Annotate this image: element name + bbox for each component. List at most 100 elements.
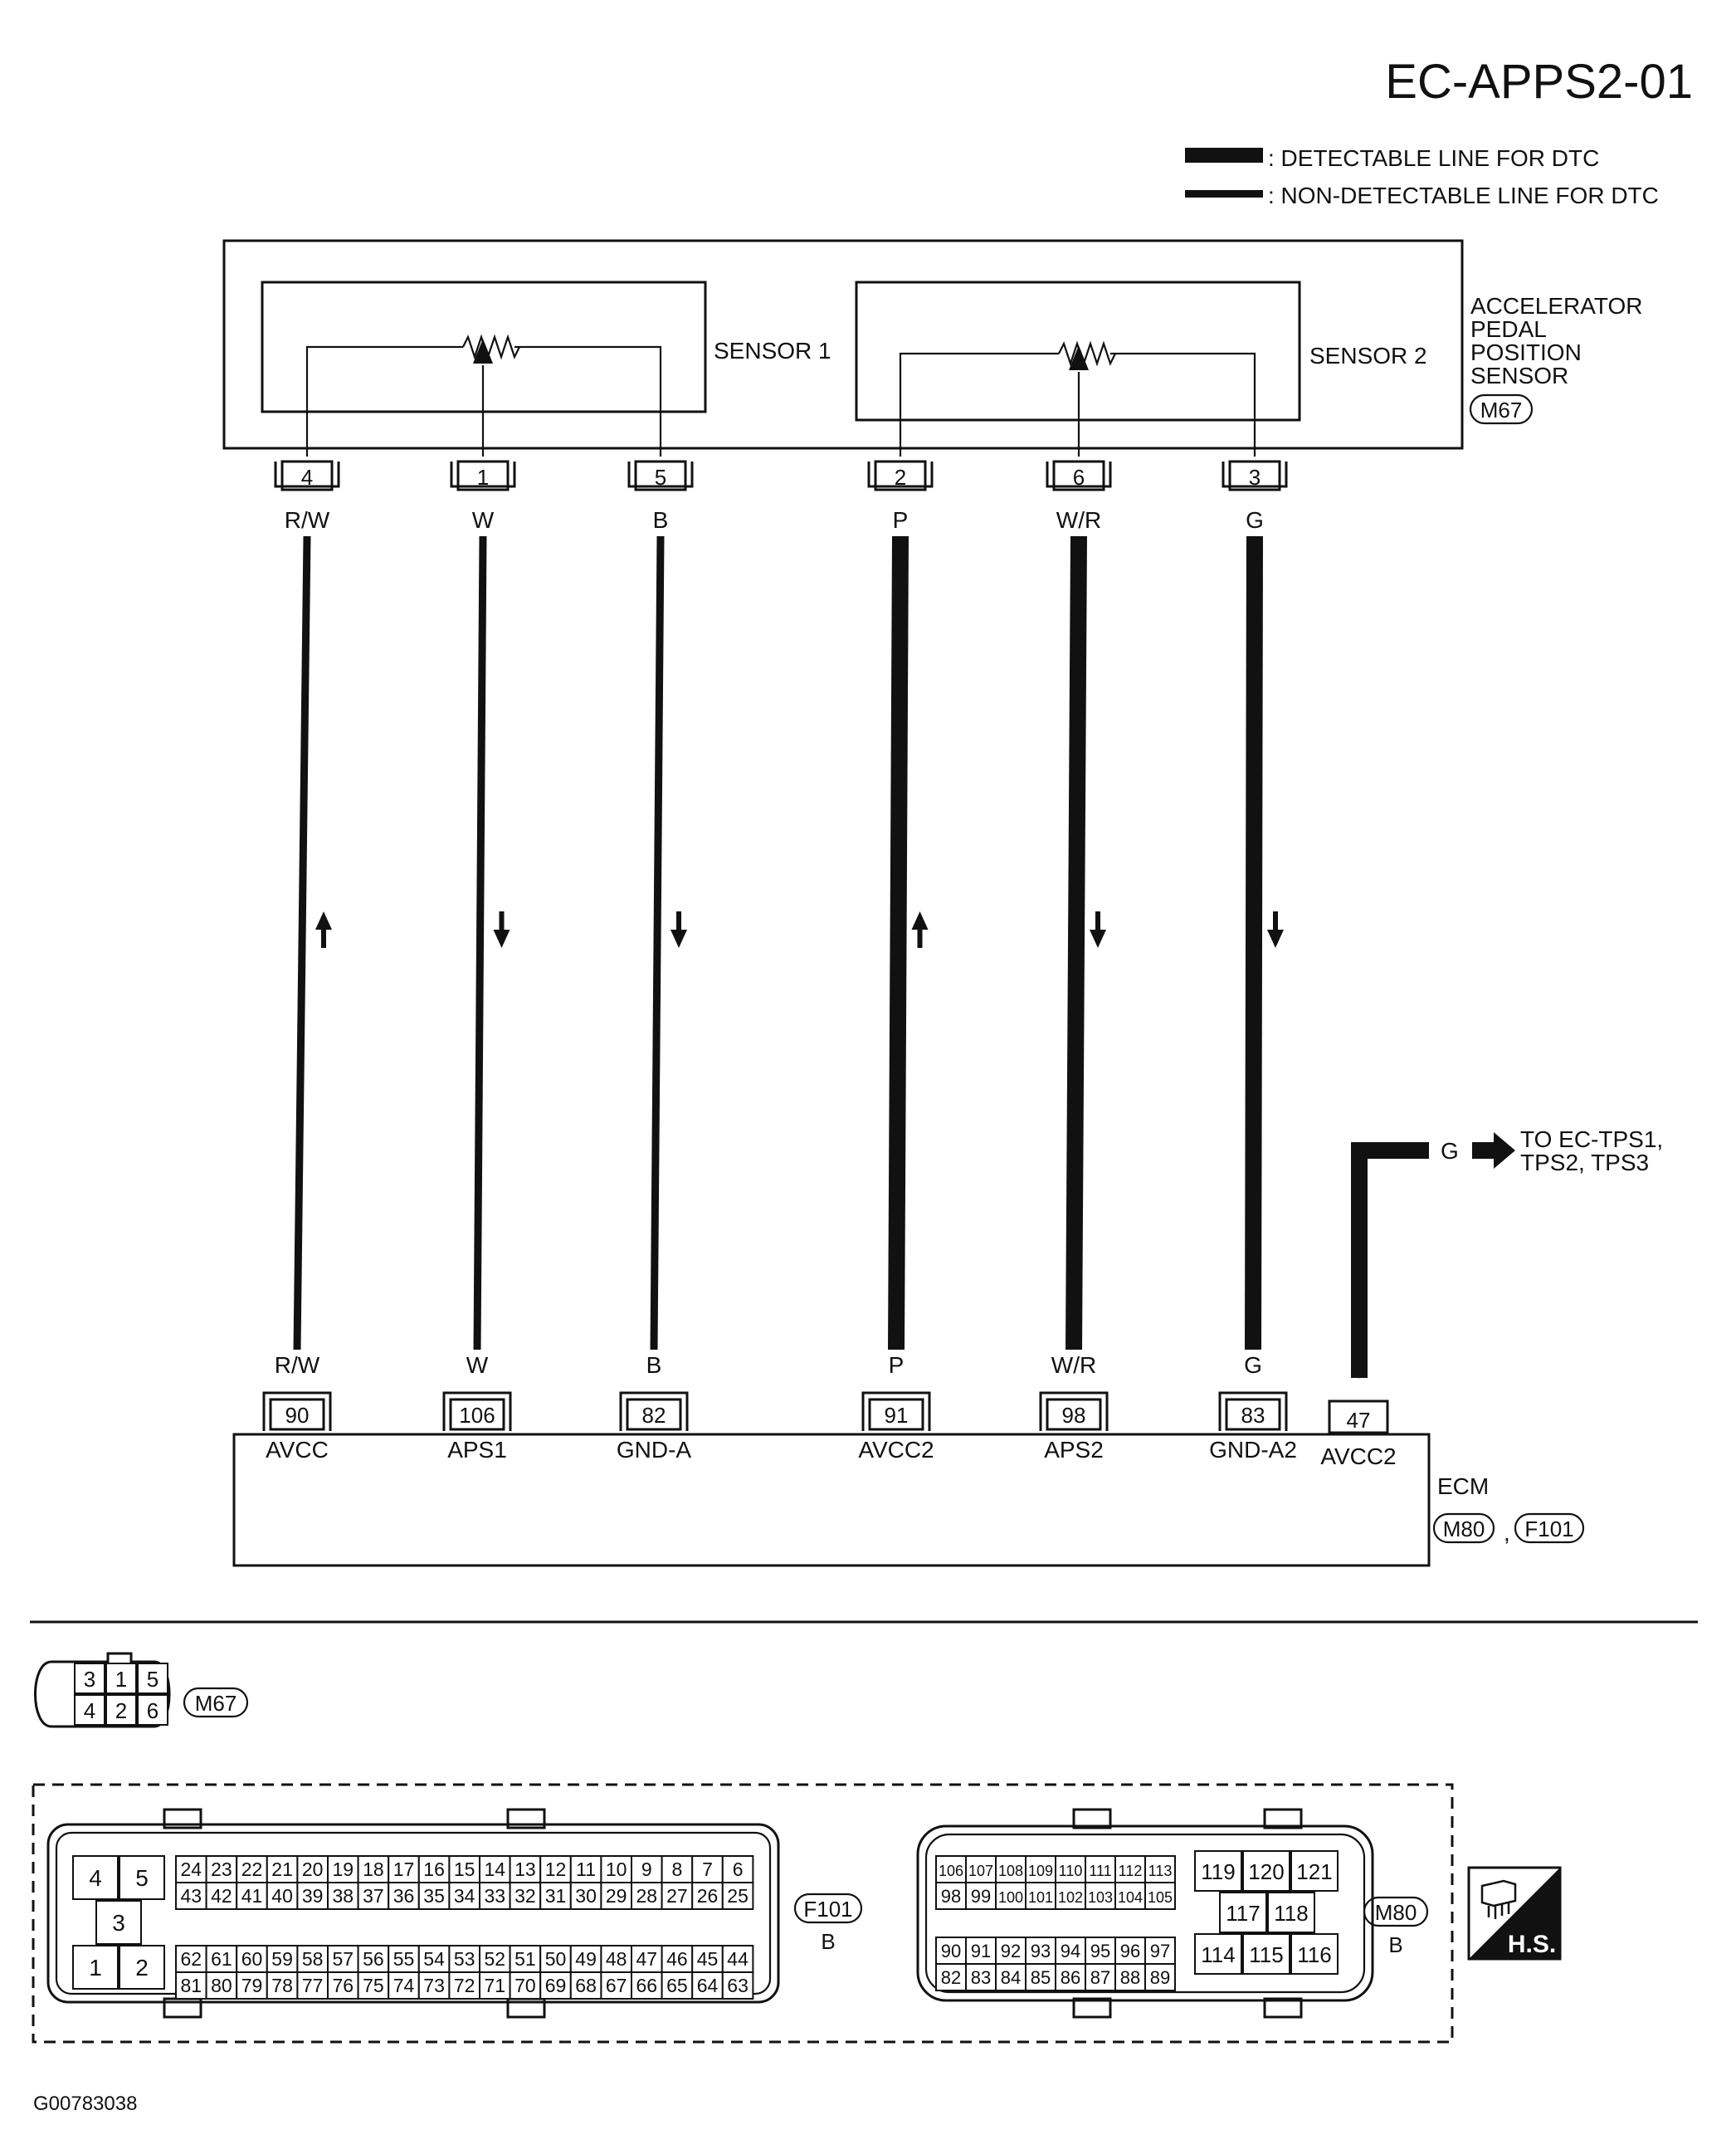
f101-cavity-number: 26 [697,1885,719,1907]
f101-cavity-number: 81 [181,1975,202,1996]
sensor-name-line-2: PEDAL [1470,316,1547,342]
ecm-pin-housing [1039,1391,1109,1431]
f101-cavity [539,1882,572,1910]
f101-cavity [509,1855,542,1883]
sensor-pin-box [456,460,510,491]
ecm-terminal-label: APS1 [447,1437,507,1463]
m80-cavity-number: 82 [941,1967,961,1988]
f101-cavity-number: 69 [545,1975,567,1996]
sensor-pin-housing [274,462,340,488]
harness-connector-icon [1480,1879,1517,1919]
f101-cavity-number: 64 [697,1975,719,1996]
ecm-connector-badge-m80 [1432,1512,1495,1544]
m80-face-badge [1363,1896,1429,1927]
m80-cavity-number: 108 [998,1863,1023,1879]
wire-line [888,535,909,1351]
sensor-pin-number: 2 [895,465,906,490]
f101-cavity [691,1945,724,1973]
sensor-pin-housing [867,462,934,488]
m80-face-sub: B [1388,1932,1402,1957]
wire-color-bottom: B [646,1352,662,1378]
extra-wire-color-top: G [1441,1138,1459,1164]
f101-cavity [631,1882,663,1910]
wire-color-bottom: R/W [275,1352,320,1378]
f101-cavity-number: 76 [333,1975,354,1996]
ecm-connectors-enclosure [32,1783,1454,2044]
f101-cavity [479,1971,511,2000]
m67-cavity-number: 4 [84,1698,95,1723]
f101-cavity-number: 79 [241,1975,263,1996]
m80-cavity [935,1963,967,1991]
ecm-label: ECM [1437,1473,1489,1499]
sensor-connector-badge [1469,393,1534,425]
f101-cavity-number: 49 [575,1948,597,1970]
extra-wire-47: G TO EC-TPS1, TPS2, TPS3 G 47 AVCC2 [1320,1126,1663,1469]
f101-cavity [509,1882,542,1910]
sensor-pin-number: 3 [1249,465,1261,490]
ecm-pin-box [868,1398,924,1431]
f101-cavity-number: 61 [211,1948,232,1970]
m80-cavity-number: 91 [971,1941,991,1961]
f101-cavity-number: 38 [333,1885,354,1907]
f101-cavity-number: 7 [702,1858,713,1880]
m80-cavity-number: 90 [941,1941,961,1961]
f101-cavity [631,1855,663,1883]
m80-cavity-number: 109 [1028,1863,1053,1879]
f101-cavity-number: 65 [666,1975,688,1996]
m67-cavity [137,1663,168,1694]
f101-cavity-number: 21 [271,1858,293,1880]
f101-cavity-number: 66 [636,1975,658,1996]
f101-cavity [236,1945,268,1973]
m80-cavity-number: 105 [1148,1889,1173,1906]
m80-cavity [1055,1882,1086,1910]
m80-cavity-number: 86 [1061,1967,1080,1988]
f101-cavity [661,1855,694,1883]
m80-cavity [1267,1892,1315,1933]
f101-cavity-number: 2 [135,1955,149,1981]
m80-cavity [1219,1892,1267,1933]
ecm-terminal-label: GND-A2 [1209,1437,1297,1463]
f101-cavity-number: 5 [135,1865,149,1891]
f101-cavity-number: 60 [241,1948,263,1970]
ecm-connector-badge-f101 [1514,1512,1585,1544]
f101-cavity [175,1971,207,2000]
wire-line [1065,535,1087,1351]
f101-cavity-number: 54 [423,1948,445,1970]
f101-cavity [600,1882,633,1910]
f101-cavity [509,1971,542,2000]
m80-cavity [1194,1850,1242,1892]
f101-cavity-number: 25 [727,1885,749,1907]
m80-cavity [935,1937,967,1965]
f101-cavity [357,1882,390,1910]
extra-wire-destination-1: TO EC-TPS1, [1520,1126,1663,1152]
f101-cavity [296,1882,329,1910]
m80-cavity-number: 112 [1119,1863,1143,1879]
m80-cavity-number: 97 [1150,1941,1170,1961]
arrow-down-icon [1267,911,1284,948]
ecm-pin-number: 91 [885,1403,909,1428]
m67-cavity [74,1694,105,1726]
wire-color-top: R/W [285,507,330,533]
f101-cavity-number: 35 [423,1885,445,1907]
f101-cavity-number: 19 [333,1858,354,1880]
m80-cavity [935,1882,967,1910]
f101-cavity [266,1971,299,2000]
m80-cavity-number: 115 [1249,1942,1283,1967]
f101-cavity-number: 73 [423,1975,445,1996]
m80-cavity-number: 119 [1201,1859,1235,1884]
f101-cavity-number: 68 [575,1975,597,1996]
m80-cavity-number: 94 [1061,1941,1080,1961]
f101-cavity-number: 18 [363,1858,384,1880]
f101-cavity-number: 53 [454,1948,475,1970]
wire-color-top: W [472,507,495,533]
f101-cavity-number: 67 [606,1975,627,1996]
m80-cavity [995,1937,1026,1965]
m67-face-label: M67 [195,1691,237,1716]
ecm-pin-housing [442,1391,512,1431]
m80-cavity [1114,1882,1146,1910]
f101-cavity-number: 70 [514,1975,536,1996]
m80-cavity-number: 102 [1058,1889,1083,1906]
